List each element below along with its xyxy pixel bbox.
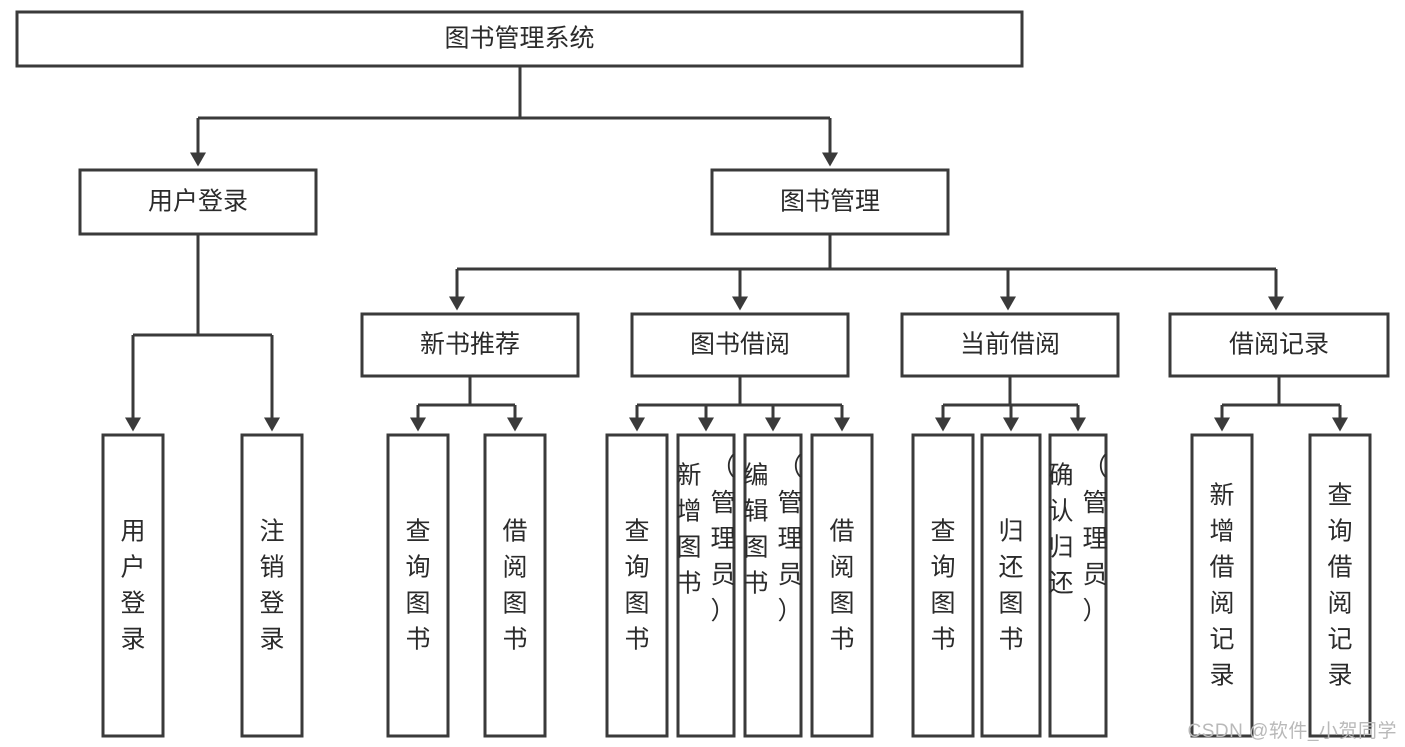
node-level3-1[interactable]: 图书借阅 — [630, 312, 850, 378]
leaf-node-10-label-col-0: 确认归还 — [1048, 462, 1073, 598]
leaf-node-6-label-col-0: 编辑图书 — [743, 462, 768, 598]
leaf-node-4-label-col-0: 查询图书 — [624, 518, 649, 654]
leaf-node-11-frame — [1190, 433, 1254, 738]
leaf-node-0-frame — [101, 433, 165, 738]
node-level2-1-frame — [710, 168, 950, 236]
leaf-node-3[interactable]: 借阅图书 — [483, 433, 547, 738]
leaf-node-6-label-col-1: （管理员） — [777, 453, 802, 625]
leaf-node-4[interactable]: 查询图书 — [605, 433, 669, 738]
leaf-node-11-label-col-0: 新增借阅记录 — [1209, 482, 1234, 690]
node-root-label: 图书管理系统 — [444, 25, 594, 53]
leaf-node-5-frame — [676, 433, 736, 738]
leaf-node-1-frame — [240, 433, 304, 738]
leaf-node-4-frame — [605, 433, 669, 738]
node-level2-0-frame — [78, 168, 318, 236]
node-level2-0[interactable]: 用户登录 — [78, 168, 318, 236]
leaf-node-11[interactable]: 新增借阅记录 — [1190, 433, 1254, 738]
leaf-node-10-frame — [1048, 433, 1108, 738]
node-level2-1[interactable]: 图书管理 — [710, 168, 950, 236]
leaf-node-5[interactable]: 新增图书 （管理员） — [676, 433, 736, 738]
node-level3-3-frame — [1168, 312, 1390, 378]
leaf-node-9-label-col-0: 归还图书 — [998, 518, 1023, 654]
leaf-node-7[interactable]: 借阅图书 — [810, 433, 874, 738]
node-level2-1-label: 图书管理 — [780, 188, 880, 216]
node-level2-0-label: 用户登录 — [148, 188, 248, 216]
leaf-node-1[interactable]: 注销登录 — [240, 433, 304, 738]
node-level3-0-label: 新书推荐 — [420, 331, 520, 359]
leaf-node-8[interactable]: 查询图书 — [911, 433, 975, 738]
leaf-node-12-frame — [1308, 433, 1372, 738]
leaf-node-12[interactable]: 查询借阅记录 — [1308, 433, 1372, 738]
watermark-label: CSDN @软件_小贺同学 — [1187, 721, 1397, 742]
leaf-node-5-label-col-1: （管理员） — [710, 453, 735, 625]
leaf-node-3-frame — [483, 433, 547, 738]
leaf-node-6-frame — [743, 433, 803, 738]
node-level3-0-frame — [360, 312, 580, 378]
node-layer: 图书管理系统用户登录图书管理新书推荐图书借阅当前借阅借阅记录用户登录注销登录查询… — [15, 10, 1390, 738]
leaf-node-5-label-col-0: 新增图书 — [676, 462, 701, 598]
node-level3-0[interactable]: 新书推荐 — [360, 312, 580, 378]
leaf-node-2[interactable]: 查询图书 — [386, 433, 450, 738]
leaf-node-8-frame — [911, 433, 975, 738]
leaf-node-7-frame — [810, 433, 874, 738]
leaf-node-6[interactable]: 编辑图书 （管理员） — [743, 433, 803, 738]
leaf-node-12-label-col-0: 查询借阅记录 — [1327, 482, 1352, 690]
node-level3-2-frame — [900, 312, 1120, 378]
node-level3-2[interactable]: 当前借阅 — [900, 312, 1120, 378]
leaf-node-2-label-col-0: 查询图书 — [405, 518, 430, 654]
connector-layer — [125, 66, 1348, 432]
node-root-frame — [15, 10, 1024, 68]
leaf-node-9[interactable]: 归还图书 — [980, 433, 1042, 738]
node-root[interactable]: 图书管理系统 — [15, 10, 1024, 68]
node-level3-3-label: 借阅记录 — [1229, 331, 1329, 359]
leaf-node-10[interactable]: 确认归还 （管理员） — [1048, 433, 1108, 738]
leaf-node-9-frame — [980, 433, 1042, 738]
node-level3-2-label: 当前借阅 — [960, 331, 1060, 359]
leaf-node-1-label-col-0: 注销登录 — [259, 518, 284, 654]
leaf-node-8-label-col-0: 查询图书 — [930, 518, 955, 654]
leaf-node-7-label-col-0: 借阅图书 — [829, 518, 854, 654]
node-level3-1-label: 图书借阅 — [690, 331, 790, 359]
leaf-node-2-frame — [386, 433, 450, 738]
leaf-node-3-label-col-0: 借阅图书 — [502, 518, 527, 654]
leaf-node-10-label-col-1: （管理员） — [1082, 453, 1107, 625]
leaf-node-0[interactable]: 用户登录 — [101, 433, 165, 738]
node-level3-3[interactable]: 借阅记录 — [1168, 312, 1390, 378]
node-level3-1-frame — [630, 312, 850, 378]
leaf-node-0-label-col-0: 用户登录 — [120, 518, 145, 654]
